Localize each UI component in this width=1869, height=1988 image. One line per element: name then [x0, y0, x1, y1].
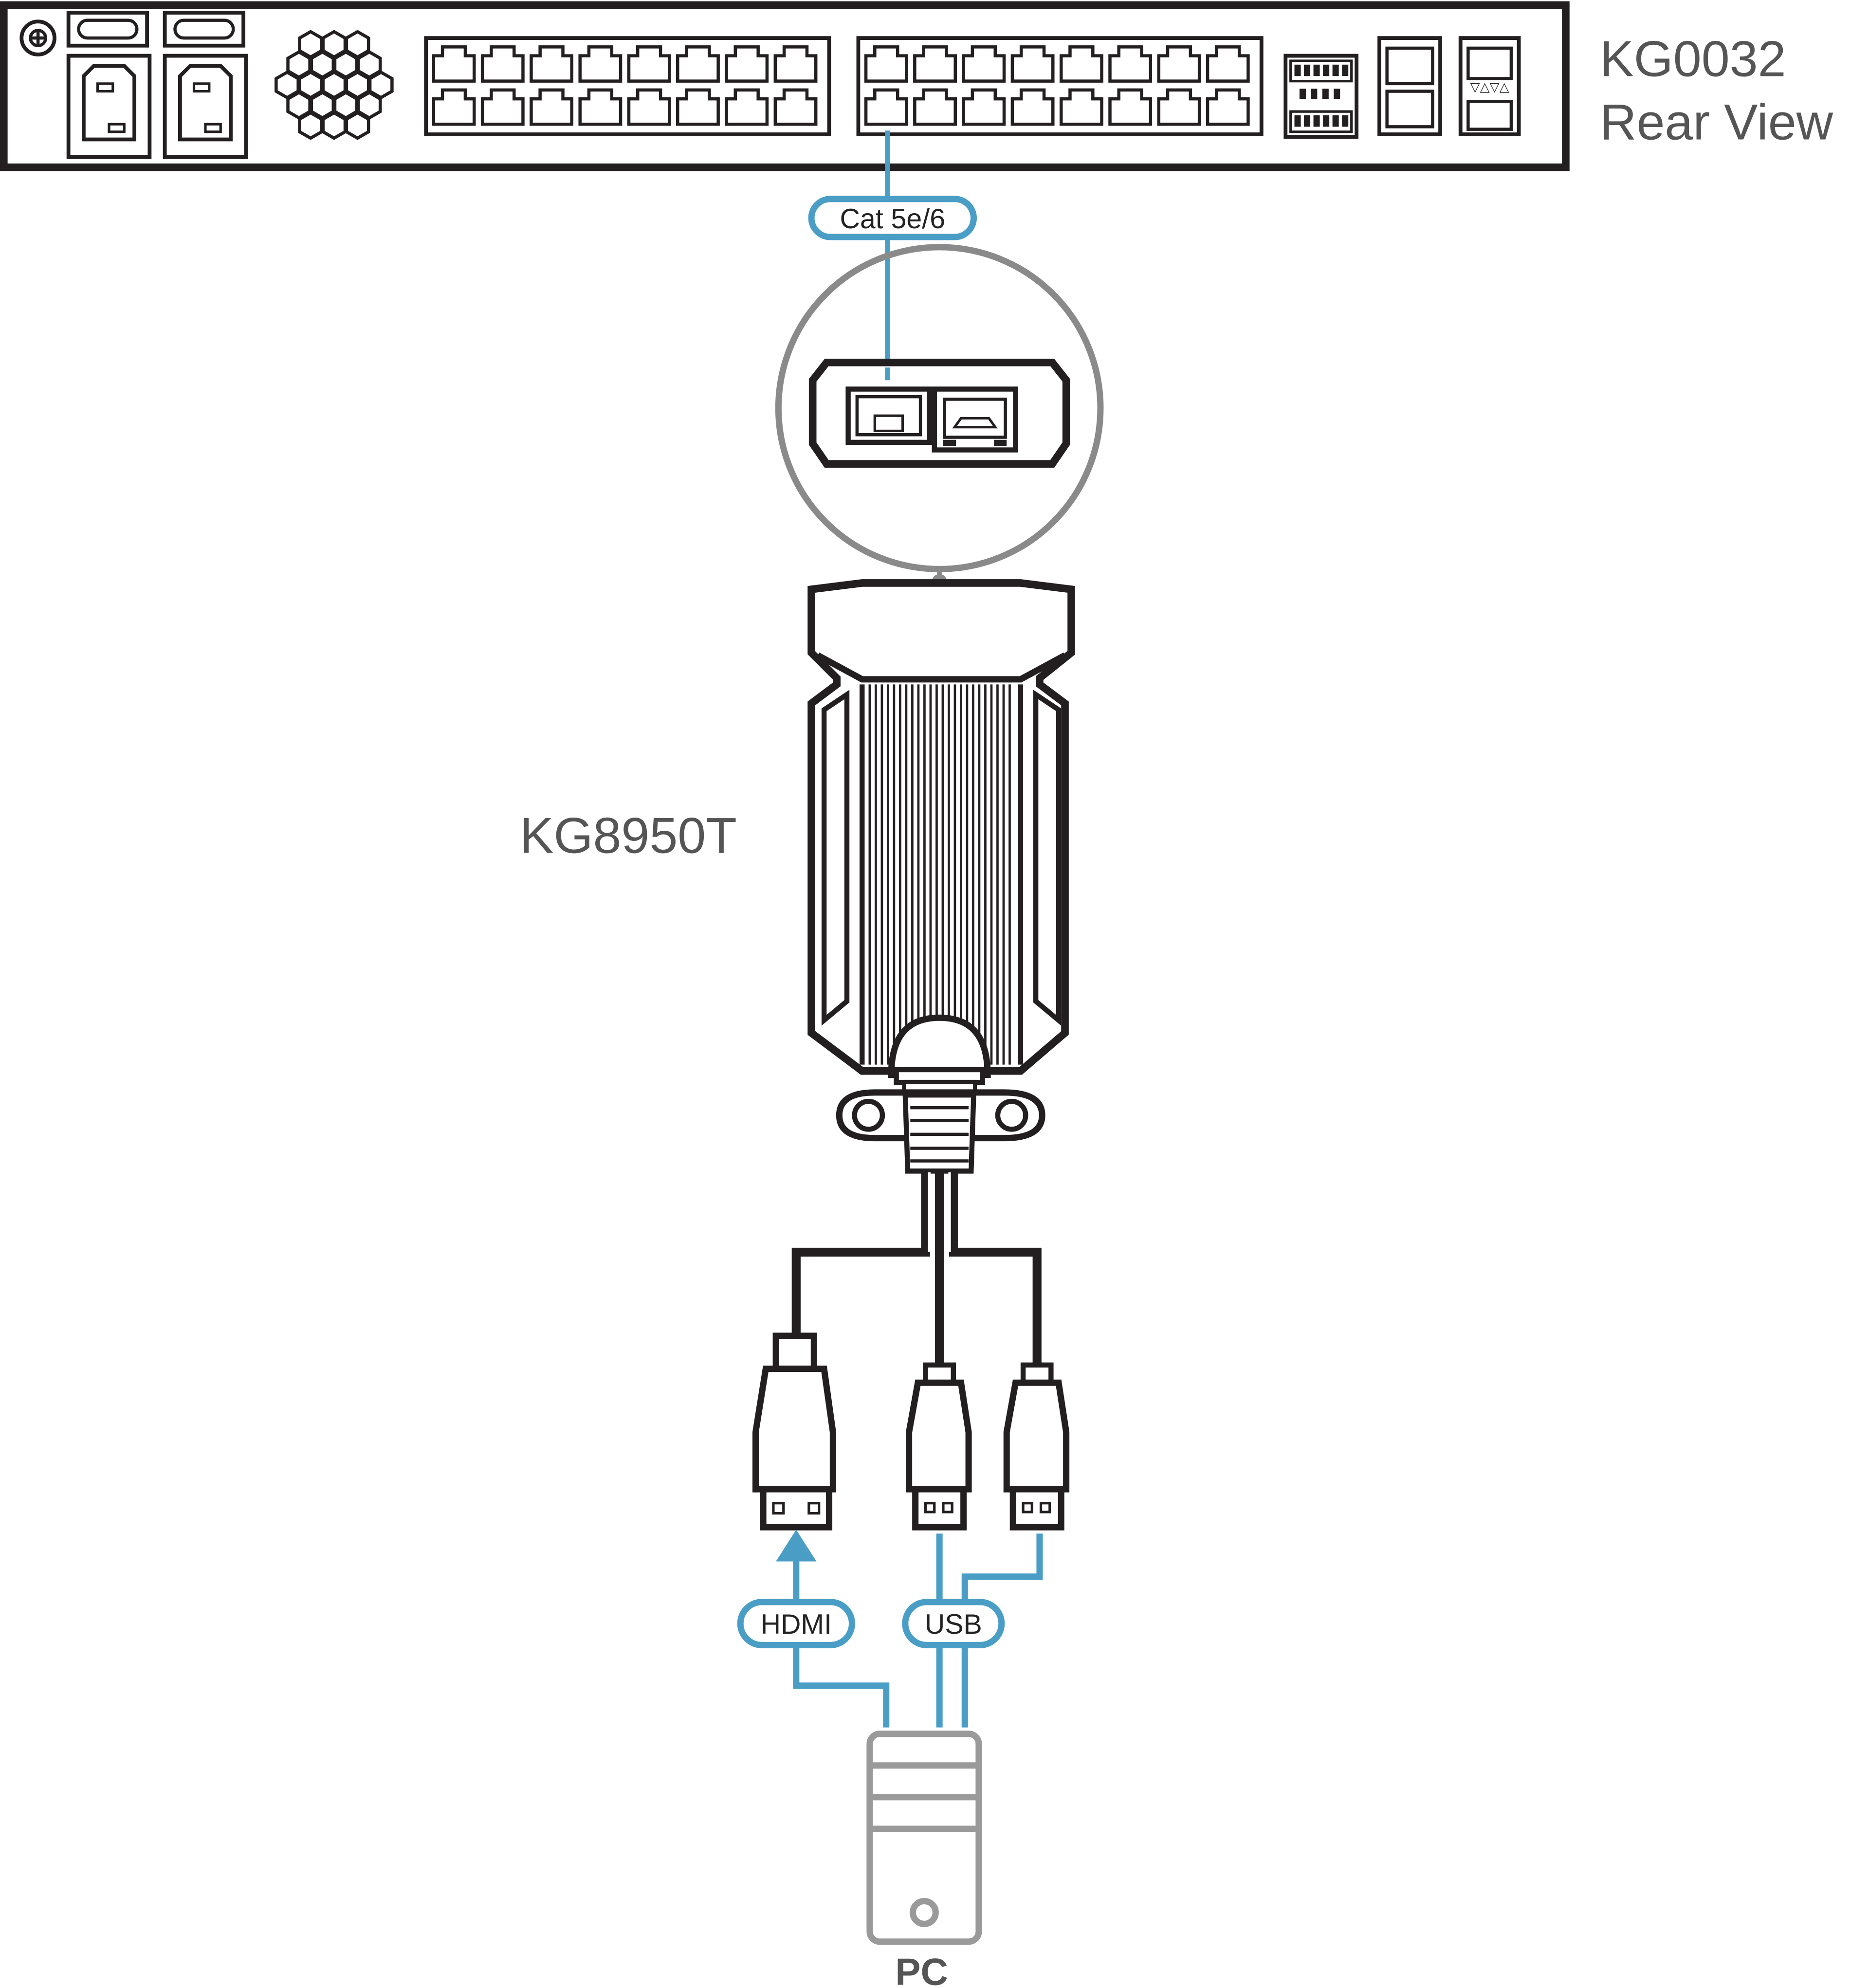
breakout-cables	[791, 1171, 1042, 1367]
rj45-port-icon	[1059, 45, 1103, 83]
rj45-port-icon	[1206, 45, 1250, 83]
power-module-1	[66, 11, 152, 159]
terminal-pin	[1304, 64, 1311, 76]
terminal-pin	[1304, 115, 1311, 127]
rj45-port-icon	[773, 45, 818, 83]
rj45-port-icon	[627, 45, 671, 83]
device-model-label: KG0032	[1600, 31, 1786, 87]
usb-cable-label: USB	[925, 1609, 982, 1640]
device-view-label: Rear View	[1600, 94, 1833, 150]
fan-vent-icon	[275, 30, 394, 140]
usb-plug-2-icon	[1003, 1362, 1070, 1531]
terminal-pin	[1323, 115, 1330, 127]
power-module-2	[163, 11, 248, 159]
rj45-port-icon	[432, 88, 476, 126]
heat-sink-fins	[868, 684, 1011, 1065]
rj45-port-out-icon	[932, 386, 1018, 453]
rj45-port-icon	[725, 45, 769, 83]
terminal-pin	[1313, 115, 1320, 127]
rj45-port-icon	[913, 88, 957, 126]
cat-cable-label: Cat 5e/6	[840, 203, 945, 235]
rj45-port-icon	[1108, 88, 1153, 126]
rj45-port-icon	[676, 88, 720, 126]
terminal-pin	[1323, 64, 1330, 76]
rj45-port-icon	[864, 88, 908, 126]
rj45-port-icon	[578, 45, 623, 83]
terminal-pin	[1332, 115, 1339, 127]
hdmi-cable-label: HDMI	[761, 1609, 832, 1640]
terminal-pin	[1332, 64, 1339, 76]
rj45-port-icon	[864, 45, 908, 83]
rj45-port-icon	[1010, 88, 1055, 126]
rj45-port-icon	[913, 45, 957, 83]
port-bank-1	[424, 36, 831, 136]
rj45-port-icon	[1206, 88, 1250, 126]
rj45-port-icon	[1157, 88, 1201, 126]
console-port-stack: ▽△▽△	[1458, 36, 1521, 136]
pc-label: PC	[895, 1950, 948, 1988]
svg-text:▽△▽△: ▽△▽△	[1470, 80, 1509, 95]
adapter-model-label: KG8950T	[520, 808, 737, 864]
kg8950t-adapter	[807, 579, 1075, 1174]
kg0032-rear-panel: ▽△▽△	[0, 1, 1570, 171]
hdmi-arrow-icon	[776, 1530, 817, 1562]
terminal-pin	[1334, 89, 1340, 99]
terminal-pin	[1294, 115, 1301, 127]
rj45-port-icon	[676, 45, 720, 83]
rj45-port-icon	[962, 45, 1006, 83]
terminal-pin	[1311, 89, 1318, 99]
port-bank-2	[856, 36, 1264, 136]
rj45-port-icon	[627, 88, 671, 126]
rj45-port-icon	[1108, 45, 1153, 83]
hdmi-plug-icon	[752, 1332, 836, 1531]
rj45-port-icon	[530, 45, 574, 83]
pc-tower-icon	[866, 1731, 982, 1945]
rj45-port-icon	[1157, 45, 1201, 83]
usb-plug-1-icon	[906, 1362, 972, 1531]
rj45-port-icon	[578, 88, 623, 126]
terminal-pin	[1294, 64, 1301, 76]
rj45-port-in-icon	[845, 386, 932, 445]
lan-port-stack	[1377, 36, 1442, 136]
vent-cell	[345, 111, 370, 140]
terminal-pin	[1342, 115, 1349, 127]
rj45-port-icon	[1059, 88, 1103, 126]
rj45-port-icon	[773, 88, 818, 126]
rj45-port-icon	[480, 88, 525, 126]
hdmi-cable-tag: HDMI	[737, 1599, 855, 1648]
terminal-pin	[1313, 64, 1320, 76]
rj45-port-icon	[1010, 45, 1055, 83]
rj45-port-icon	[432, 45, 476, 83]
adapter-port-magnifier	[775, 244, 1104, 589]
rj45-port-icon	[480, 45, 525, 83]
rj45-port-icon	[530, 88, 574, 126]
terminal-pin	[1299, 89, 1306, 99]
terminal-block	[1283, 54, 1359, 139]
ground-screw-icon	[19, 19, 56, 56]
terminal-pin	[1342, 64, 1349, 76]
usb-cable-tag: USB	[902, 1599, 1005, 1648]
terminal-pin	[1322, 89, 1329, 99]
rj45-port-icon	[962, 88, 1006, 126]
rj45-port-icon	[725, 88, 769, 126]
